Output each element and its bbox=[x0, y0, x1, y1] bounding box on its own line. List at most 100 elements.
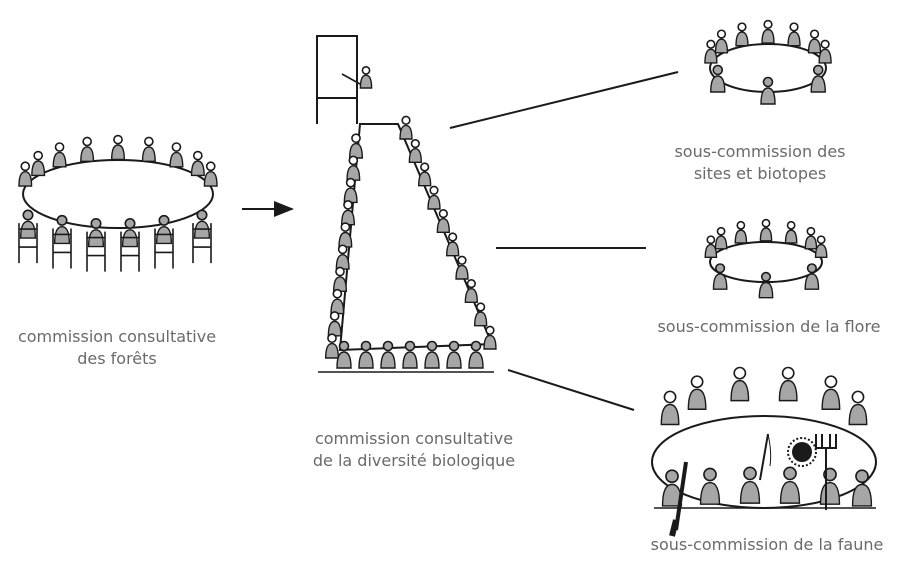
person-figure bbox=[380, 340, 396, 369]
person-figure bbox=[340, 200, 356, 226]
person-figure bbox=[761, 19, 775, 44]
person-figure bbox=[464, 279, 478, 304]
person-figure bbox=[338, 222, 353, 248]
person-figure bbox=[687, 375, 707, 410]
person-figure bbox=[408, 139, 422, 164]
person-figure bbox=[758, 271, 774, 299]
person-figure bbox=[468, 340, 484, 369]
person-figure bbox=[714, 226, 728, 250]
person-figure bbox=[735, 22, 749, 47]
person-figure bbox=[807, 29, 822, 54]
person-figure bbox=[818, 39, 832, 64]
person-figure bbox=[446, 232, 460, 257]
chair bbox=[120, 231, 140, 272]
caption-line: commission consultative bbox=[17, 327, 217, 346]
person-figure bbox=[53, 214, 71, 245]
person-figure bbox=[343, 177, 358, 204]
caption-flora: sous-commission de la flore bbox=[640, 316, 898, 338]
person-figure bbox=[760, 76, 776, 105]
chair bbox=[154, 228, 174, 269]
chair bbox=[86, 231, 106, 272]
person-figure bbox=[848, 390, 868, 426]
person-figure bbox=[455, 255, 469, 280]
caption-forest-commission: commission consultative des forêts bbox=[0, 326, 234, 370]
person-figure bbox=[739, 466, 761, 504]
sites-biotopes-table-icon bbox=[704, 19, 832, 105]
rifle-icon bbox=[669, 461, 688, 537]
fishing-rod-icon bbox=[759, 433, 772, 481]
person-figure bbox=[804, 226, 818, 250]
person-figure bbox=[87, 217, 105, 248]
person-figure bbox=[784, 220, 798, 244]
person-figure bbox=[52, 142, 67, 168]
person-figure bbox=[699, 467, 721, 505]
person-figure bbox=[141, 136, 156, 163]
person-figure bbox=[704, 39, 718, 64]
caption-line: commission consultative bbox=[314, 429, 514, 448]
person-figure bbox=[110, 134, 126, 161]
person-figure bbox=[483, 325, 497, 350]
person-figure bbox=[704, 235, 718, 259]
person-figure bbox=[332, 266, 348, 293]
person-figure bbox=[730, 366, 750, 402]
chair bbox=[52, 228, 72, 269]
person-figure bbox=[330, 288, 345, 315]
person-figure bbox=[399, 115, 413, 140]
forest-commission-round-table-icon bbox=[18, 134, 218, 272]
caption-line: sous-commission des bbox=[674, 142, 846, 161]
person-figure bbox=[31, 150, 46, 177]
person-figure bbox=[474, 302, 488, 327]
person-figure bbox=[359, 66, 373, 89]
person-figure bbox=[358, 340, 374, 369]
biodiversity-commission-trapezoid-table-icon bbox=[318, 66, 497, 373]
person-figure bbox=[335, 244, 350, 270]
person-figure bbox=[821, 375, 841, 410]
person-figure bbox=[121, 217, 139, 248]
hedgehog-icon bbox=[787, 437, 817, 467]
flora-table-icon bbox=[704, 218, 828, 299]
caption-line: sous-commission de la flore bbox=[657, 317, 881, 336]
person-figure bbox=[324, 333, 340, 359]
person-figure bbox=[779, 466, 801, 504]
person-figure bbox=[327, 311, 342, 337]
person-figure bbox=[660, 390, 680, 426]
person-figure bbox=[155, 214, 173, 245]
person-figure bbox=[203, 161, 218, 187]
person-figure bbox=[712, 263, 728, 290]
presentation-board-icon bbox=[316, 35, 361, 124]
person-figure bbox=[814, 235, 828, 259]
caption-line: des forêts bbox=[77, 349, 157, 368]
person-figure bbox=[819, 467, 841, 505]
person-figure bbox=[424, 340, 440, 369]
person-figure bbox=[190, 150, 205, 177]
fauna-table-icon bbox=[651, 366, 877, 537]
caption-line: de la diversité biologique bbox=[312, 451, 516, 470]
connector-line bbox=[507, 369, 635, 411]
person-figure bbox=[710, 64, 726, 93]
caption-line: sites et biotopes bbox=[693, 164, 827, 183]
caption-sites-biotopes: sous-commission des sites et biotopes bbox=[660, 141, 860, 185]
caption-fauna: sous-commission de la faune bbox=[636, 534, 898, 556]
person-figure bbox=[436, 209, 450, 234]
person-figure bbox=[778, 366, 798, 402]
person-figure bbox=[446, 340, 462, 369]
connector-line bbox=[449, 71, 679, 129]
person-figure bbox=[810, 64, 826, 93]
caption-line: sous-commission de la faune bbox=[650, 535, 884, 554]
person-figure bbox=[348, 133, 364, 159]
chair bbox=[192, 223, 212, 264]
person-figure bbox=[80, 136, 95, 163]
person-figure bbox=[346, 155, 361, 181]
person-figure bbox=[661, 469, 683, 507]
chair bbox=[18, 223, 38, 264]
person-figure bbox=[402, 340, 418, 369]
person-figure bbox=[193, 209, 211, 239]
pitchfork-icon bbox=[815, 434, 837, 510]
person-figure bbox=[714, 29, 729, 54]
person-figure bbox=[734, 220, 748, 244]
person-figure bbox=[804, 263, 820, 290]
person-figure bbox=[19, 209, 37, 239]
person-figure bbox=[759, 218, 773, 242]
person-figure bbox=[427, 185, 441, 210]
